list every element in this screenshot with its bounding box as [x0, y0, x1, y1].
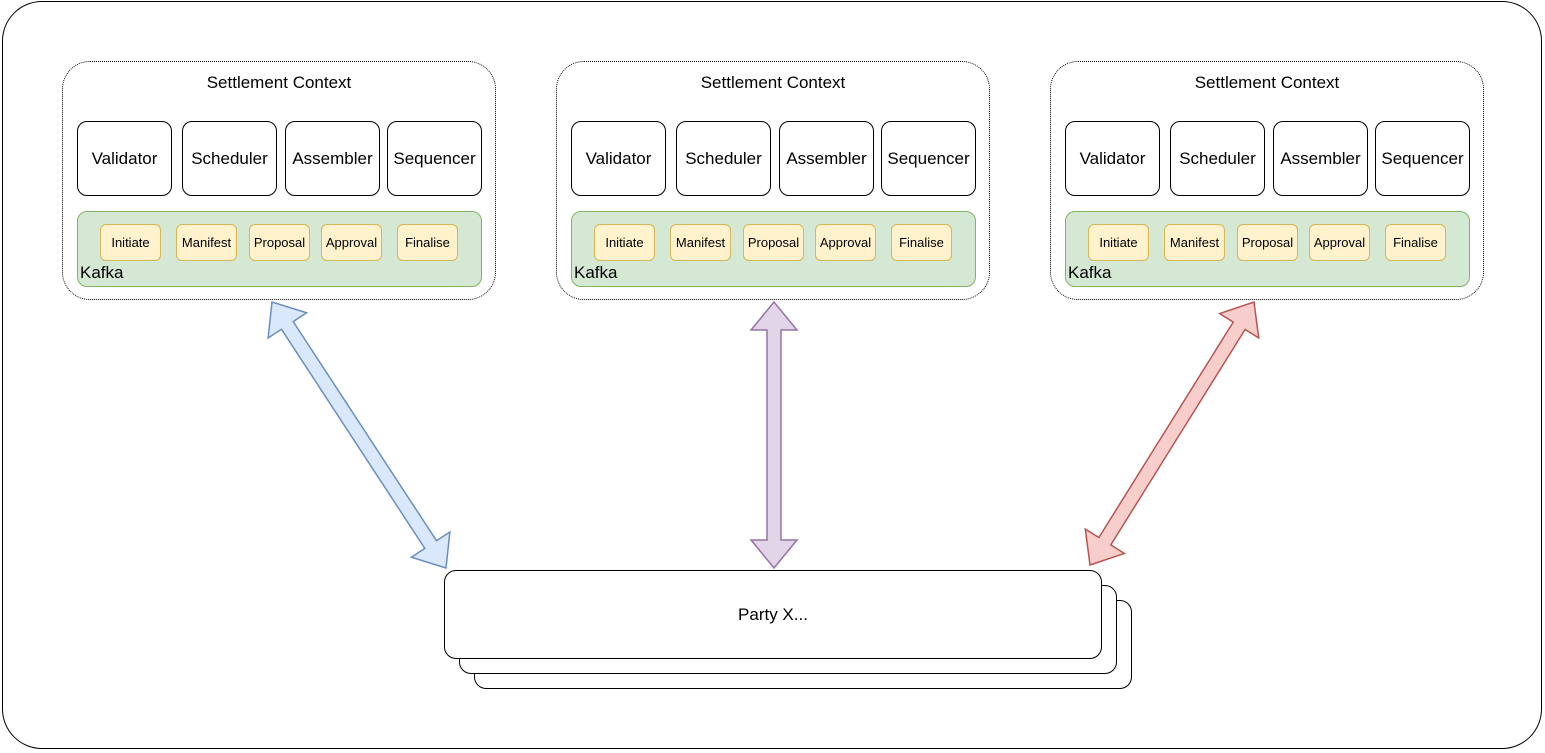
- topic-initiate: Initiate: [594, 224, 655, 261]
- sequencer-service: Sequencer: [1375, 121, 1470, 196]
- assembler-service: Assembler: [285, 121, 380, 196]
- topic-finalise: Finalise: [1385, 224, 1446, 261]
- arrow-party-context-3: [1084, 300, 1260, 567]
- sequencer-service: Sequencer: [387, 121, 482, 196]
- kafka-cluster: Initiate Manifest Proposal Approval Fina…: [1065, 211, 1470, 287]
- assembler-service: Assembler: [779, 121, 874, 196]
- arrow-party-context-1: [267, 301, 451, 569]
- settlement-context-3: Settlement Context Validator Scheduler A…: [1050, 61, 1484, 300]
- assembler-service: Assembler: [1273, 121, 1368, 196]
- kafka-cluster: Initiate Manifest Proposal Approval Fina…: [77, 211, 482, 287]
- topic-approval: Approval: [1309, 224, 1370, 261]
- scheduler-service: Scheduler: [182, 121, 277, 196]
- topic-initiate: Initiate: [100, 224, 161, 261]
- validator-service: Validator: [77, 121, 172, 196]
- topic-manifest: Manifest: [670, 224, 731, 261]
- party-card-front: Party X...: [444, 570, 1102, 659]
- settlement-context-1: Settlement Context Validator Scheduler A…: [62, 61, 496, 300]
- kafka-label: Kafka: [80, 263, 124, 282]
- topic-manifest: Manifest: [176, 224, 237, 261]
- kafka-cluster: Initiate Manifest Proposal Approval Fina…: [571, 211, 976, 287]
- context-title: Settlement Context: [1194, 73, 1340, 92]
- context-title: Settlement Context: [700, 73, 846, 92]
- topic-finalise: Finalise: [397, 224, 458, 261]
- topic-proposal: Proposal: [1237, 224, 1298, 261]
- settlement-context-2: Settlement Context Validator Scheduler A…: [556, 61, 990, 300]
- context-title: Settlement Context: [206, 73, 352, 92]
- validator-service: Validator: [1065, 121, 1160, 196]
- topic-approval: Approval: [815, 224, 876, 261]
- validator-service: Validator: [571, 121, 666, 196]
- sequencer-service: Sequencer: [881, 121, 976, 196]
- scheduler-service: Scheduler: [676, 121, 771, 196]
- topic-initiate: Initiate: [1088, 224, 1149, 261]
- topic-proposal: Proposal: [249, 224, 310, 261]
- kafka-label: Kafka: [1068, 263, 1112, 282]
- topic-manifest: Manifest: [1164, 224, 1225, 261]
- topic-approval: Approval: [321, 224, 382, 261]
- party-label: Party X...: [738, 604, 808, 624]
- scheduler-service: Scheduler: [1170, 121, 1265, 196]
- kafka-label: Kafka: [574, 263, 618, 282]
- topic-proposal: Proposal: [743, 224, 804, 261]
- arrow-party-context-2: [749, 300, 799, 570]
- topic-finalise: Finalise: [891, 224, 952, 261]
